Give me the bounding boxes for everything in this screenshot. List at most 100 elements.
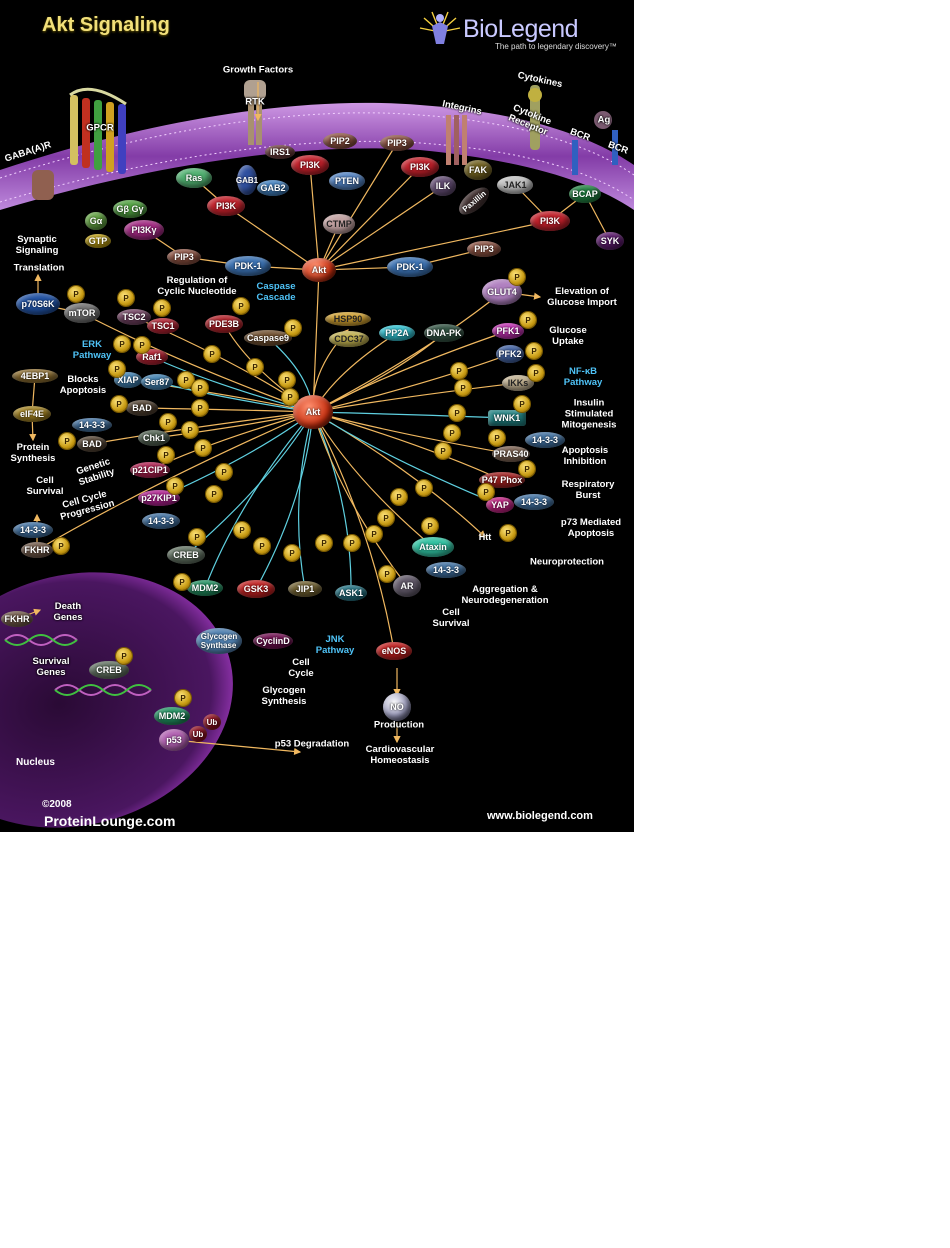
node-bad-2: BAD	[77, 436, 107, 452]
node-gbeta-ggamma: Gβ Gγ	[113, 200, 147, 218]
node-creb-2: CREB	[89, 661, 129, 679]
phospho-icon: P	[247, 359, 263, 375]
edge-upstream	[317, 220, 551, 273]
node-ser87: Ser87	[141, 374, 173, 390]
node-14-3-3-b: 14-3-3	[525, 432, 565, 448]
node-no: NO	[383, 693, 411, 721]
node-pip2: PIP2	[323, 133, 357, 149]
label-regulation-cyclic-nucleotide: Regulation of Cyclic Nucleotide	[157, 275, 237, 297]
gpcr-receptor	[69, 87, 127, 174]
label-neuroprotection: Neuroprotection	[530, 556, 604, 568]
phospho-icon: P	[449, 405, 465, 421]
phospho-icon: P	[192, 400, 208, 416]
edge-upstream	[318, 142, 398, 272]
node-gab1: GAB1	[236, 165, 258, 195]
node-p21cip1: p21CIP1	[130, 462, 170, 478]
node-mtor: mTOR	[64, 303, 100, 323]
node-p53: p53	[159, 729, 189, 751]
phospho-icon: P	[528, 365, 544, 381]
label-no-production: Production	[373, 719, 425, 731]
edge-akt-target	[312, 411, 503, 510]
edge-upstream	[225, 205, 320, 271]
node-raf1: Raf1	[136, 349, 168, 365]
node-syk: SYK	[596, 232, 624, 250]
phospho-icon: P	[316, 535, 332, 551]
edge-akt-target	[181, 411, 314, 560]
label-growth-factors: Growth Factors	[222, 64, 294, 76]
node-pi3k-gamma: PI3Kγ	[124, 220, 164, 240]
node-p47phox: P47 Phox	[479, 472, 525, 488]
phospho-icon: P	[116, 648, 132, 664]
phospho-icon: P	[160, 414, 176, 430]
integrin-receptor	[446, 115, 467, 165]
node-enos: eNOS	[376, 642, 412, 660]
phospho-icon: P	[519, 461, 535, 477]
plasma-membrane	[0, 102, 634, 210]
node-p70s6k: p70S6K	[16, 293, 60, 315]
phospho-icon: P	[192, 380, 208, 396]
node-creb-1: CREB	[167, 546, 205, 564]
node-cdc37: CDC37	[329, 331, 369, 347]
phospho-icon: P	[216, 464, 232, 480]
edge-akt-target	[312, 352, 512, 413]
phospho-icon: P	[366, 526, 382, 542]
phospho-icon: P	[455, 380, 471, 396]
node-pip3-1: PIP3	[380, 135, 414, 151]
edge-upstream	[309, 164, 323, 272]
edge-akt-target	[312, 291, 503, 413]
phospho-icon: P	[279, 372, 295, 388]
phospho-icon: P	[379, 566, 395, 582]
node-pi3k-1: PI3K	[207, 196, 245, 216]
label-protein-synthesis: Protein Synthesis	[10, 442, 56, 464]
node-gtp: GTP	[85, 234, 111, 248]
node-gsk3: GSK3	[237, 580, 275, 598]
node-fak: FAK	[464, 160, 492, 180]
edge-upstream	[318, 185, 444, 271]
node-pi3k-3: PI3K	[401, 157, 439, 177]
edge-akt-target	[312, 380, 520, 413]
label-respiratory-burst: Respiratory Burst	[561, 479, 615, 501]
node-jip1: JIP1	[288, 581, 322, 597]
phospho-icon: P	[378, 510, 394, 526]
label-survival-genes: Survival Genes	[32, 656, 70, 678]
label-p73-apoptosis: p73 Mediated Apoptosis	[560, 517, 622, 539]
label-aggregation: Aggregation & Neurodegeneration	[461, 584, 549, 606]
node-caspase9: Caspase9	[244, 330, 292, 346]
label-blocks-apoptosis: Blocks Apoptosis	[59, 374, 107, 396]
node-ctmp: CTMP	[323, 214, 355, 234]
phospho-icon: P	[206, 486, 222, 502]
edge-akt-target	[152, 411, 314, 441]
edge-akt-target	[312, 332, 445, 413]
phospho-icon: P	[500, 525, 516, 541]
phospho-icon: P	[178, 372, 194, 388]
phospho-icon: P	[422, 518, 438, 534]
node-hsp90: HSP90	[325, 312, 371, 326]
phospho-icon: P	[478, 484, 494, 500]
phospho-icon: P	[509, 269, 525, 285]
phospho-icon: P	[285, 320, 301, 336]
node-ataxin: Ataxin	[412, 537, 454, 557]
label-p53-degradation: p53 Degradation	[274, 738, 350, 750]
node-14-3-3-c: 14-3-3	[142, 513, 180, 529]
phospho-icon: P	[167, 478, 183, 494]
label-caspase-cascade: Caspase Cascade	[256, 281, 296, 303]
node-ar: AR	[393, 575, 421, 597]
copyright: ©2008	[42, 799, 72, 810]
node-mdm2-2: MDM2	[154, 707, 190, 725]
phospho-icon: P	[416, 480, 432, 496]
node-akt-center: Akt	[293, 395, 333, 429]
label-rtk: RTK	[245, 96, 265, 108]
phospho-icon: P	[282, 389, 298, 405]
label-nfkb-pathway: NF-κB Pathway	[563, 366, 603, 388]
cytokine-receptor	[528, 85, 542, 150]
node-ilk: ILK	[430, 176, 456, 196]
edge-akt-target	[35, 411, 314, 551]
node-gab2: GAB2	[257, 180, 289, 196]
nucleus-envelope	[0, 572, 233, 828]
label-translation: Translation	[13, 262, 65, 274]
node-pten: PTEN	[329, 172, 365, 190]
website-url: www.biolegend.com	[487, 810, 593, 822]
node-pi3k-2: PI3K	[291, 155, 329, 175]
phospho-icon: P	[435, 443, 451, 459]
node-pp2a: PP2A	[379, 325, 415, 341]
